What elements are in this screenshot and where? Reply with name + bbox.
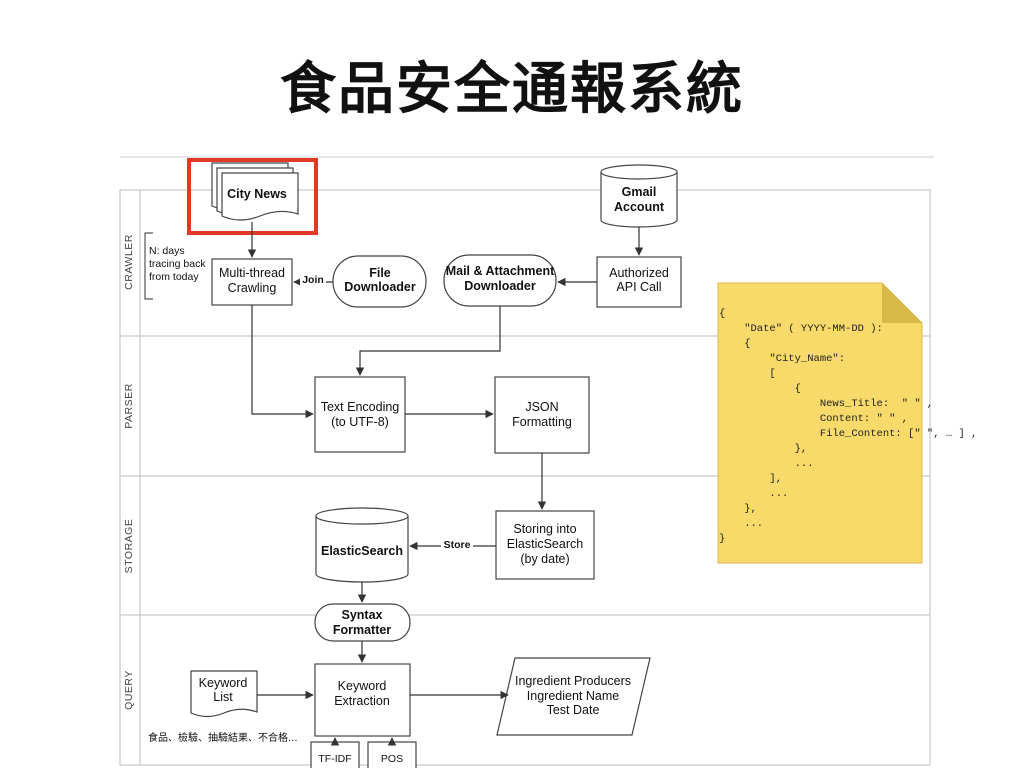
syntax-formatter-label-2: Formatter xyxy=(333,623,391,637)
json-note-line: File_Content: [" ", … ] , xyxy=(719,428,977,440)
json-formatting-node xyxy=(494,376,590,454)
tfidf-node xyxy=(310,741,360,768)
file-downloader-label-2: Downloader xyxy=(344,280,416,294)
authorized-api-node xyxy=(596,256,682,308)
gmail-label-2: Account xyxy=(614,200,665,214)
json-note-line: [ xyxy=(719,368,776,380)
json-note-line: News_Title: " " , xyxy=(719,398,933,410)
mail-downloader-label-2: Downloader xyxy=(464,279,536,293)
json-note-line: }, xyxy=(719,503,757,515)
multi-thread-label-1: Multi-thread xyxy=(219,266,285,280)
lane-query-label: QUERY xyxy=(123,670,135,710)
json-note-line: }, xyxy=(719,443,807,455)
json-formatting-label-1: JSON xyxy=(525,400,558,414)
json-note-line: { xyxy=(719,383,801,395)
tfidf-label: TF-IDF xyxy=(318,753,351,765)
authorized-api-label-1: Authorized xyxy=(609,266,669,280)
multi-thread-crawling-node xyxy=(211,258,293,306)
gmail-account-node: Gmail Account xyxy=(600,164,678,228)
edge-label-store: Store xyxy=(444,539,471,551)
gmail-label-1: Gmail xyxy=(622,185,657,199)
syntax-formatter-label-1: Syntax xyxy=(342,608,383,622)
json-note-line: } xyxy=(719,533,725,545)
json-note-lines: { "Date" ( YYYY-MM-DD ): { "City_Name": … xyxy=(719,308,977,545)
pos-label: POS xyxy=(381,753,403,765)
json-note-line: ... xyxy=(719,488,788,500)
file-downloader-label-1: File xyxy=(369,266,391,280)
edge-label-join: Join xyxy=(302,274,324,286)
multi-thread-label-2: Crawling xyxy=(228,281,277,295)
storing-label-1: Storing into xyxy=(513,522,576,536)
n-days-note-3: from today xyxy=(149,271,199,283)
pos-node xyxy=(367,741,417,768)
keyword-list-label-2: List xyxy=(213,690,233,704)
n-days-note-1: N: days xyxy=(149,245,185,257)
city-news-node: City News xyxy=(211,162,299,221)
keyword-extraction-node xyxy=(314,663,411,737)
text-encoding-label-2: (to UTF-8) xyxy=(331,415,389,429)
json-note-line: ], xyxy=(719,473,782,485)
swimlane-frame xyxy=(119,189,931,766)
output-node xyxy=(496,657,651,736)
output-label-1: Ingredient Producers xyxy=(515,674,631,688)
keyword-extraction-label-2: Extraction xyxy=(334,694,390,708)
keyword-examples: 食品、檢驗、抽驗結果、不合格... xyxy=(148,731,298,744)
keyword-list-node xyxy=(190,670,258,718)
lane-storage-label: STORAGE xyxy=(123,519,135,574)
lane-crawler-label: CRAWLER xyxy=(123,234,135,290)
n-days-note-2: tracing back xyxy=(149,258,206,270)
json-note-line: { xyxy=(719,338,751,350)
json-schema-note xyxy=(717,282,923,564)
json-note-line: "Date" ( YYYY-MM-DD ): xyxy=(719,323,883,335)
page-title: 食品安全通報系統 xyxy=(280,57,744,122)
json-note-line: ... xyxy=(719,458,814,470)
lane-parser-label: PARSER xyxy=(123,383,135,428)
storing-label-3: (by date) xyxy=(520,552,569,566)
output-label-2: Ingredient Name xyxy=(527,689,619,703)
mail-downloader-label-1: Mail & Attachment xyxy=(446,264,555,278)
authorized-api-label-2: API Call xyxy=(616,280,661,294)
keyword-list-label-1: Keyword xyxy=(199,676,248,690)
elasticsearch-node: ElasticSearch xyxy=(315,507,409,583)
json-formatting-label-2: Formatting xyxy=(512,415,572,429)
city-news-label: City News xyxy=(227,187,287,201)
json-note-line: ... xyxy=(719,518,763,530)
text-encoding-label-1: Text Encoding xyxy=(321,400,400,414)
storing-label-2: ElasticSearch xyxy=(507,537,583,551)
keyword-extraction-label-1: Keyword xyxy=(338,679,387,693)
elasticsearch-label: ElasticSearch xyxy=(321,544,403,558)
json-note-line: Content: " " , xyxy=(719,413,908,425)
storing-node xyxy=(495,510,595,580)
json-note-line: "City_Name": xyxy=(719,353,845,365)
output-label-3: Test Date xyxy=(547,703,600,717)
json-note-line: { xyxy=(719,308,725,320)
